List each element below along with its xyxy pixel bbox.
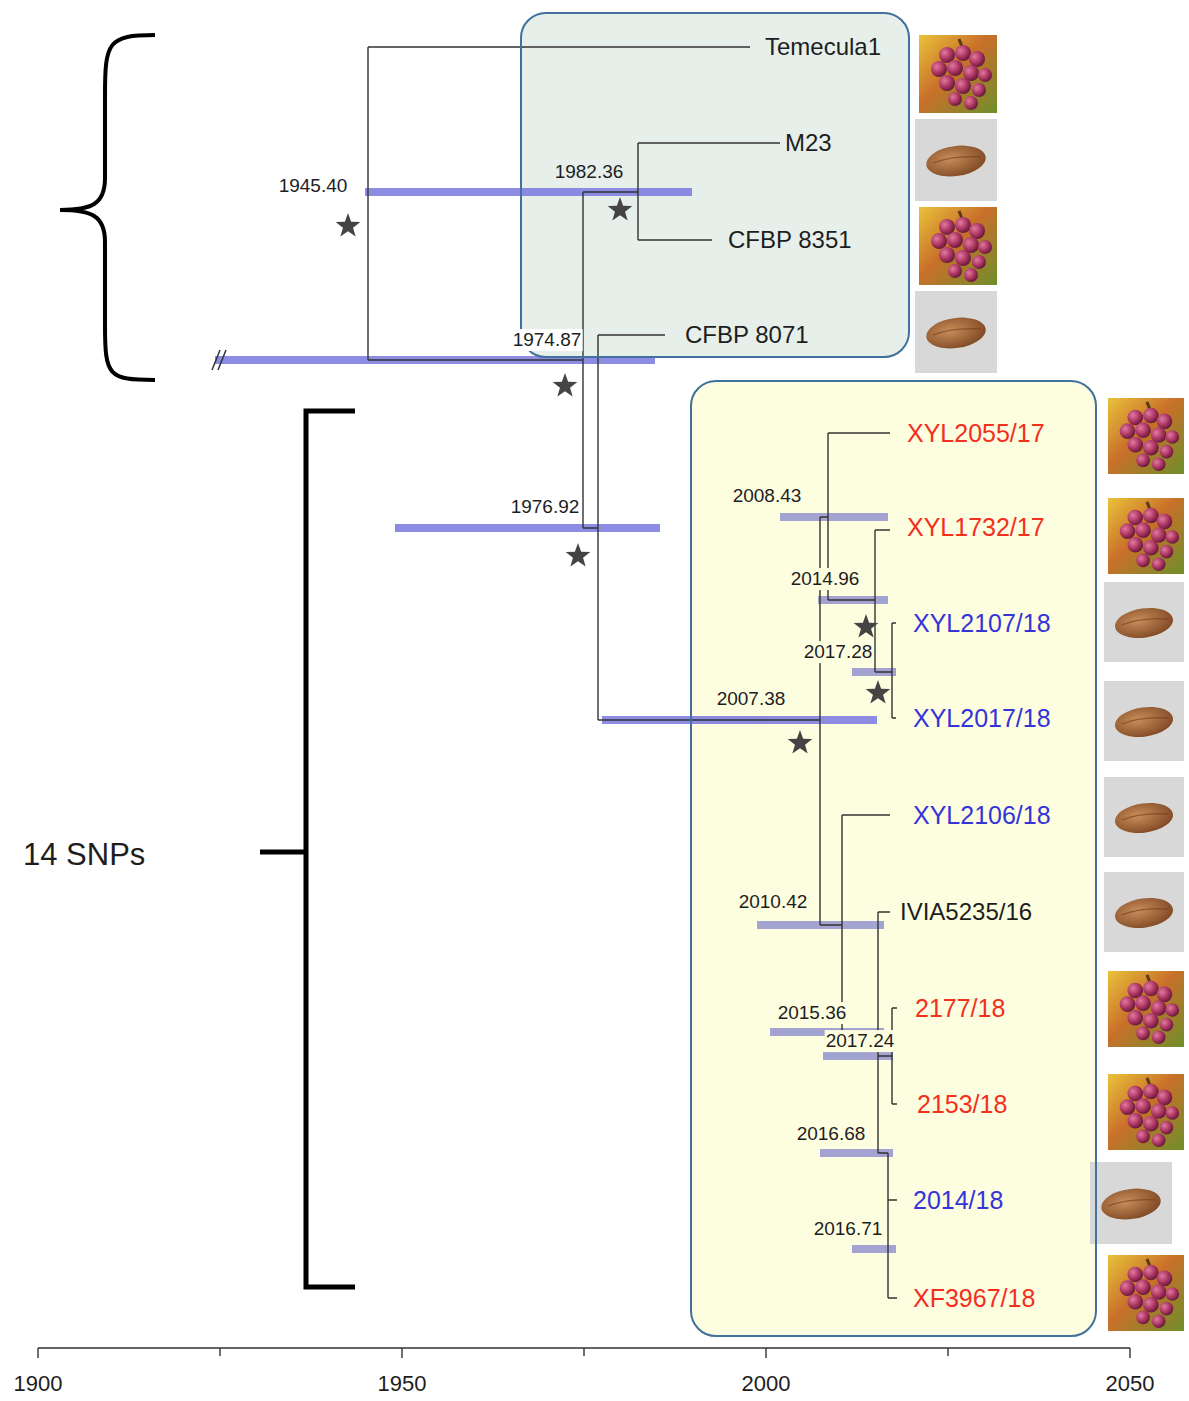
taxon-label: CFBP 8071 [685,321,809,349]
grape-icon [1108,1074,1184,1150]
axis-tick-label: 1900 [13,1371,64,1396]
grape-icon [1108,1255,1184,1331]
taxon-label: XF3967/18 [913,1284,1035,1313]
taxon-label: XYL2017/18 [913,704,1051,733]
host-icons [915,35,1184,1331]
almond-icon [915,291,997,373]
support-star [866,680,891,704]
support-star [608,197,633,221]
support-star [854,614,879,638]
node-age: 2008.43 [732,485,803,507]
taxon-label: XYL2106/18 [913,801,1051,830]
node-age: 2015.36 [777,1002,848,1024]
hpd-bars [757,513,896,1253]
node-age: 2014.96 [790,568,861,590]
time-axis [38,1348,1130,1358]
almond-icon [1104,582,1184,662]
tree-branches [368,47,897,1298]
hpd-bar [852,1245,896,1253]
node-age: 1945.40 [278,175,349,197]
taxon-label: 2177/18 [915,994,1005,1023]
almond-icon [1104,777,1184,857]
hpd-bar [365,188,692,196]
almond-icon [1090,1162,1172,1244]
taxon-label: XYL2107/18 [913,609,1051,638]
taxon-label: 2153/18 [917,1090,1007,1119]
axis-tick-label: 2050 [1105,1371,1156,1396]
support-star [566,543,591,567]
snp-count: 14 SNPs [22,837,146,873]
grape-icon [919,207,997,285]
almond-icon [1104,681,1184,761]
support-star [336,213,361,237]
grape-icon [919,35,997,113]
grape-icon [1108,971,1184,1047]
support-star [788,730,813,754]
grape-icon [1108,398,1184,474]
node-age: 1982.36 [554,161,625,183]
node-age: 2017.24 [825,1030,896,1052]
clade-box: Temecula1M23CFBP 8351CFBP 8071 [520,12,910,358]
grape-icon [1108,498,1184,574]
curly-bracket [60,35,155,380]
node-age: 1976.92 [510,496,581,518]
taxon-label: CFBP 8351 [728,226,852,254]
square-bracket [260,411,355,1287]
taxon-label: IVIA5235/16 [900,898,1032,926]
hpd-bar [395,524,660,532]
almond-icon [915,119,997,201]
axis-tick-label: 1950 [377,1371,428,1396]
node-age: 2007.38 [716,688,787,710]
hpd-bars [215,188,877,724]
taxon-label: 2014/18 [913,1186,1003,1215]
taxon-label: XYL1732/17 [907,513,1045,542]
axis-tick-label: 2000 [741,1371,792,1396]
taxon-label: Temecula1 [765,33,881,61]
support-star [553,373,578,397]
node-age: 2016.68 [796,1123,867,1145]
clade-box: XYL2055/17XYL1732/17XYL2107/18XYL2017/18… [690,380,1097,1337]
almond-icon [1104,872,1184,952]
taxon-label: M23 [785,129,832,157]
hpd-bar [780,513,888,521]
node-age: 2017.28 [803,641,874,663]
support-stars [336,197,891,754]
clade-box-ground [520,12,910,358]
node-age: 2010.42 [738,891,809,913]
clade-box-ground [690,380,1097,1337]
node-age: 2016.71 [813,1218,884,1240]
node-age: 1974.87 [512,329,583,351]
axis-break-mark [212,350,226,370]
taxon-label: XYL2055/17 [907,419,1045,448]
